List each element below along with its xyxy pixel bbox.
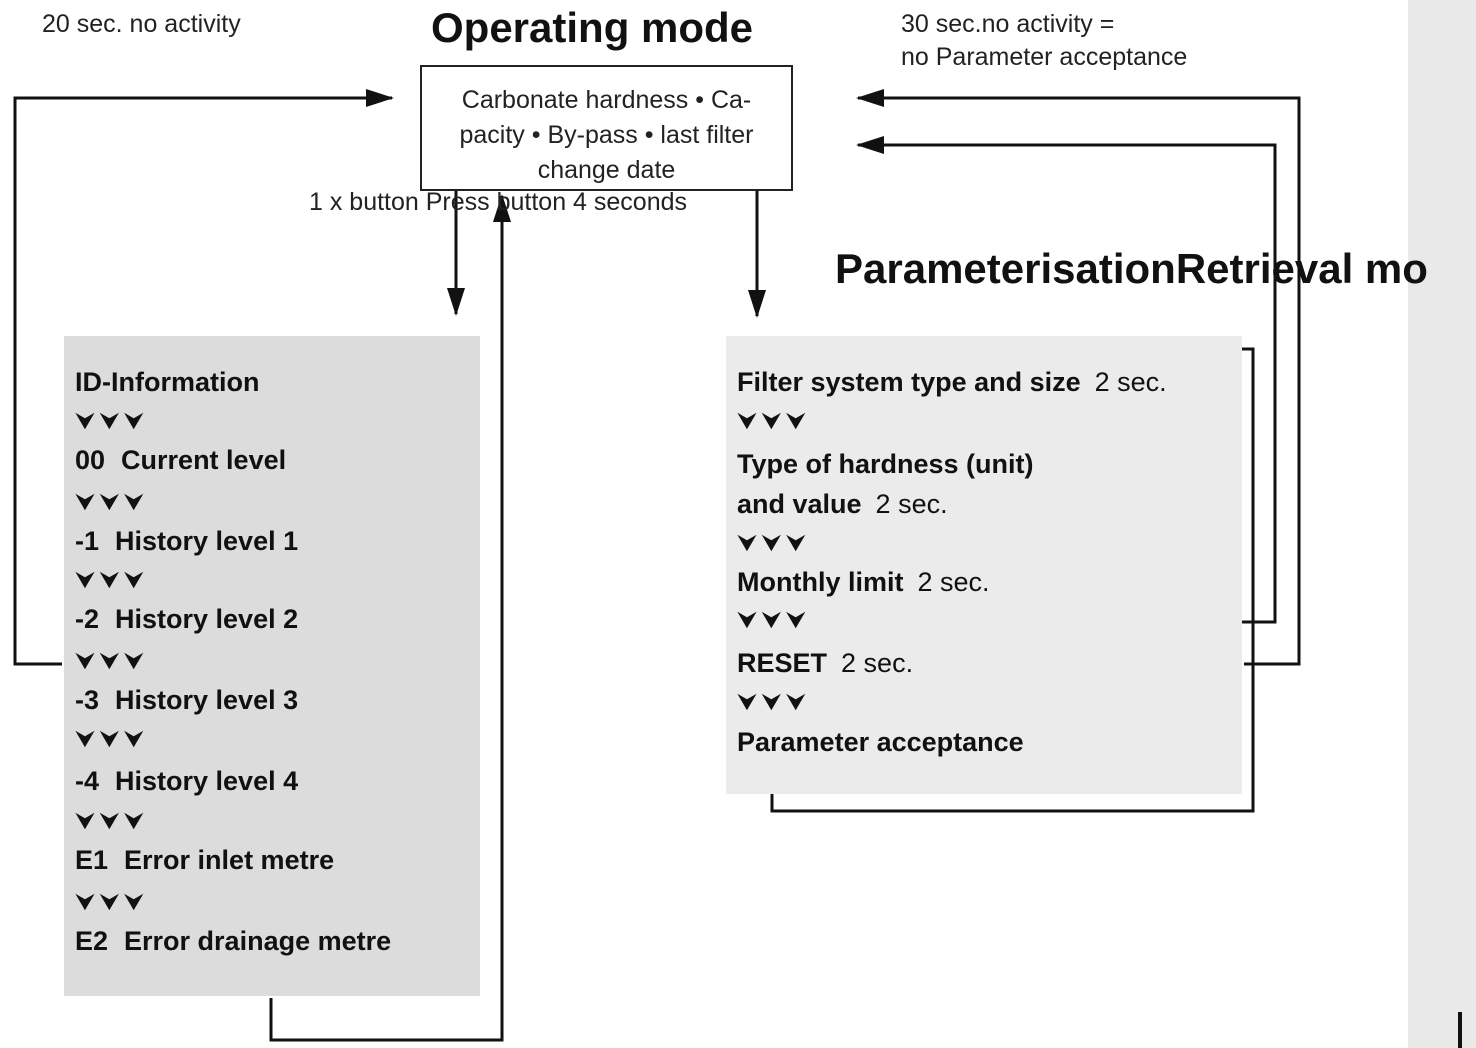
param-row-timing: 2 sec. (1094, 367, 1167, 397)
id-row: ID-Information (75, 365, 259, 399)
down-arrows-icon: ⮟⮟⮟ (75, 808, 149, 835)
id-row-code: 00 (75, 445, 106, 475)
down-arrows-icon: ⮟⮟⮟ (75, 726, 149, 753)
id-row-label: History level 4 (115, 766, 299, 796)
timeout-return-line-right (856, 89, 1301, 666)
right-timeout-note-line1: 30 sec.no activity = (901, 10, 1115, 38)
timeout-return-line-left (13, 89, 394, 666)
id-row-code: -1 (75, 526, 100, 556)
id-row: -4 History level 4 (75, 764, 298, 798)
id-row-label: ID-Information (75, 367, 260, 397)
param-row-label: and value (737, 489, 862, 519)
down-arrows-icon: ⮟⮟⮟ (75, 489, 149, 516)
parameterisation-title: ParameterisationRetrieval mo (835, 245, 1428, 292)
id-row-label: Current level (121, 445, 287, 475)
id-row-label: Error inlet metre (124, 845, 335, 875)
param-row-label: Monthly limit (737, 567, 904, 597)
param-row: and value 2 sec. (737, 487, 948, 521)
param-row: Monthly limit 2 sec. (737, 565, 990, 599)
param-row: Parameter acceptance (737, 725, 1024, 759)
id-panel-return-line (269, 194, 511, 1042)
id-row-code: -3 (75, 685, 100, 715)
param-row-label: Filter system type and size (737, 367, 1081, 397)
id-row: E1 Error inlet metre (75, 843, 334, 877)
down-arrows-icon: ⮟⮟⮟ (75, 408, 149, 435)
down-arrows-icon: ⮟⮟⮟ (737, 408, 811, 435)
right-timeout-note-line2: no Parameter acceptance (901, 43, 1188, 71)
param-row-timing: 2 sec. (917, 567, 990, 597)
operating-mode-box: Carbonate hardness • Ca-pacity • By-pass… (420, 65, 793, 191)
id-row-label: Error drainage metre (124, 926, 392, 956)
button-hint-note: 1 x button Press button 4 seconds (309, 188, 688, 216)
param-row: RESET 2 sec. (737, 646, 913, 680)
id-row-label: History level 3 (115, 685, 299, 715)
param-row-label: Parameter acceptance (737, 727, 1024, 757)
id-row-code: -2 (75, 604, 100, 634)
page-edge-mark (1458, 1012, 1462, 1048)
page-edge-strip (1408, 0, 1476, 1048)
id-row-code: E1 (75, 845, 109, 875)
operating-mode-description: Carbonate hardness • Ca-pacity • By-pass… (459, 86, 754, 184)
param-row-timing: 2 sec. (875, 489, 948, 519)
id-row: 00 Current level (75, 443, 286, 477)
id-row: -2 History level 2 (75, 602, 298, 636)
id-row: E2 Error drainage metre (75, 924, 391, 958)
id-row-code: E2 (75, 926, 109, 956)
id-row: -3 History level 3 (75, 683, 298, 717)
param-row-label: Type of hardness (unit) (737, 449, 1034, 479)
id-row-label: History level 2 (115, 604, 299, 634)
operating-mode-title: Operating mode (431, 4, 754, 51)
down-arrows-icon: ⮟⮟⮟ (75, 648, 149, 675)
down-arrows-icon: ⮟⮟⮟ (75, 889, 149, 916)
id-information-panel: ID-Information ⮟⮟⮟ 00 Current level ⮟⮟⮟ -… (64, 336, 480, 996)
parameterisation-panel: Filter system type and size 2 sec. ⮟⮟⮟ Ty… (726, 336, 1242, 794)
param-row-label: RESET (737, 648, 828, 678)
left-timeout-note: 20 sec. no activity (42, 10, 241, 38)
param-row: Filter system type and size 2 sec. (737, 365, 1167, 399)
down-arrows-icon: ⮟⮟⮟ (75, 567, 149, 594)
down-arrows-icon: ⮟⮟⮟ (737, 689, 811, 716)
param-row-timing: 2 sec. (841, 648, 914, 678)
id-row-code: -4 (75, 766, 100, 796)
down-arrows-icon: ⮟⮟⮟ (737, 530, 811, 557)
param-row: Type of hardness (unit) (737, 447, 1034, 481)
id-row-label: History level 1 (115, 526, 299, 556)
down-arrows-icon: ⮟⮟⮟ (737, 607, 811, 634)
id-row: -1 History level 1 (75, 524, 298, 558)
